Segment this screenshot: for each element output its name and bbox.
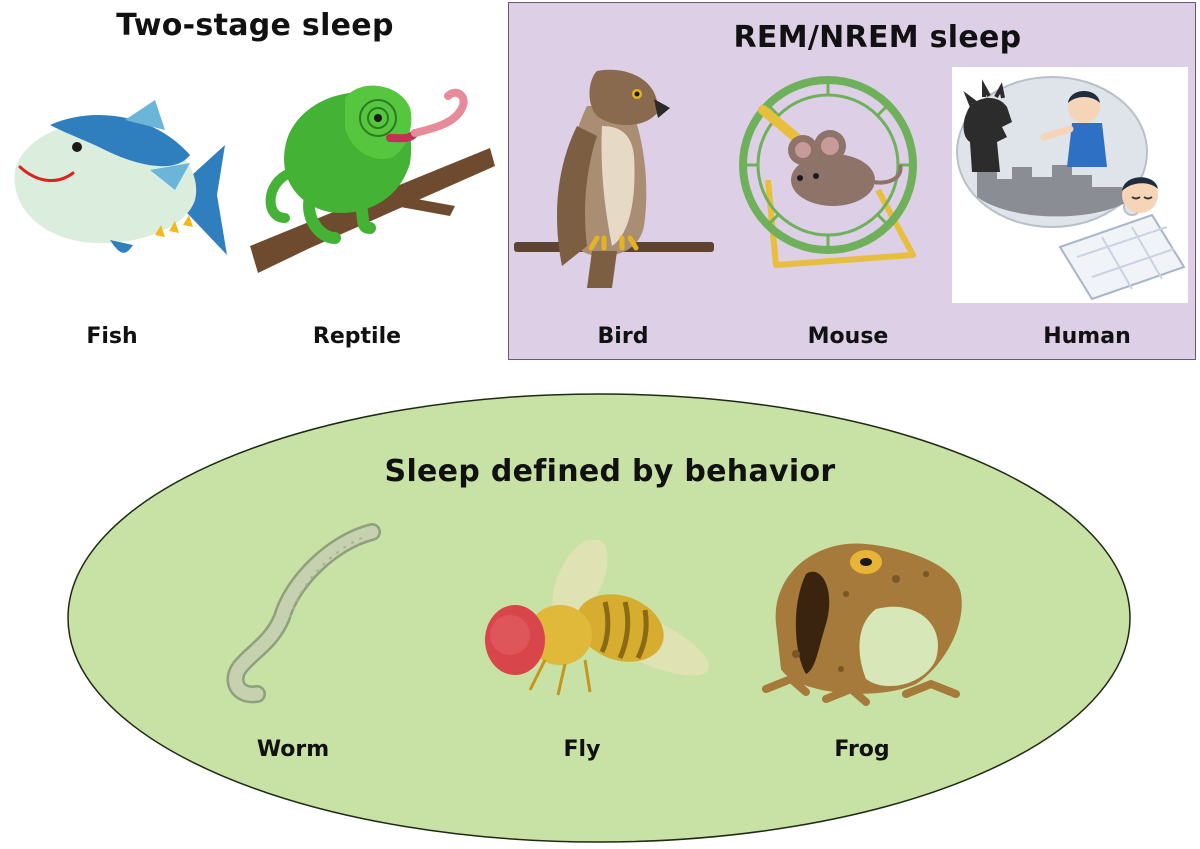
mouse-wheel-icon <box>739 76 917 268</box>
frog-icon <box>762 543 962 706</box>
human-label: Human <box>1043 324 1131 349</box>
rem-nrem-title: REM/NREM sleep <box>733 20 1022 55</box>
bird-label: Bird <box>597 324 649 349</box>
two-stage-title: Two-stage sleep <box>116 8 394 43</box>
fly-icon <box>485 540 710 696</box>
worm-icon <box>226 523 381 704</box>
behavior-title: Sleep defined by behavior <box>384 454 836 489</box>
worm-label: Worm <box>256 737 330 762</box>
mouse-label: Mouse <box>807 324 889 349</box>
fish-label: Fish <box>86 324 138 349</box>
fish-icon <box>14 100 227 255</box>
fly-label: Fly <box>563 737 601 762</box>
chameleon-icon <box>250 85 495 273</box>
reptile-label: Reptile <box>312 324 402 349</box>
dreaming-child-icon <box>952 67 1188 303</box>
frog-label: Frog <box>834 737 890 762</box>
hawk-icon <box>514 69 714 288</box>
